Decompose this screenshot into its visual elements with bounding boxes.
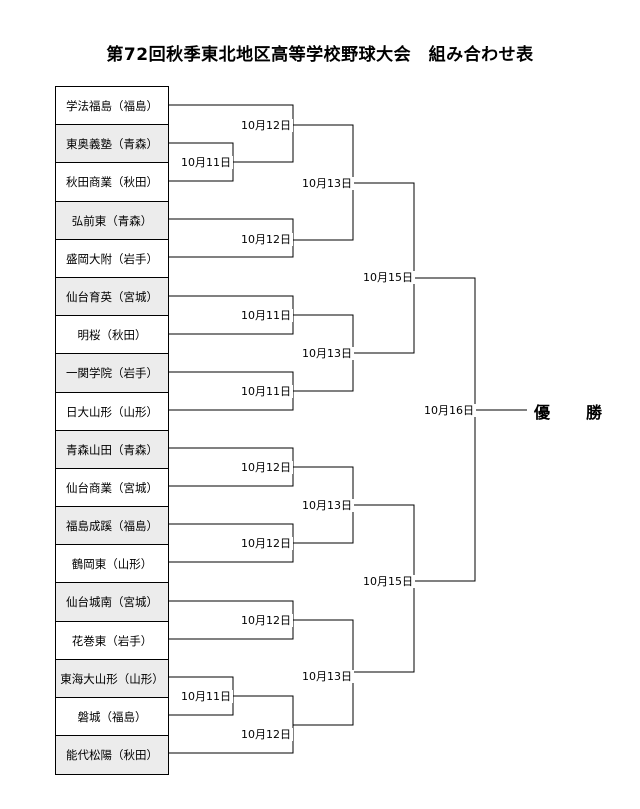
match-date: 10月12日 bbox=[239, 614, 293, 627]
match-date: 10月13日 bbox=[300, 347, 354, 360]
team-name: 東奥義塾（青森） bbox=[56, 125, 168, 164]
match-date: 10月11日 bbox=[239, 385, 293, 398]
match-date: 10月11日 bbox=[239, 309, 293, 322]
match-date: 10月13日 bbox=[300, 177, 354, 190]
team-name: 日大山形（山形） bbox=[56, 393, 168, 431]
match-date: 10月15日 bbox=[361, 271, 415, 284]
team-name: 花巻東（岩手） bbox=[56, 622, 168, 660]
team-name: 弘前東（青森） bbox=[56, 201, 168, 240]
bracket-line bbox=[414, 277, 476, 582]
team-name: 能代松陽（秋田） bbox=[56, 736, 168, 775]
team-name: 青森山田（青森） bbox=[56, 430, 168, 469]
bracket-line bbox=[353, 504, 415, 673]
bracket-line bbox=[353, 182, 415, 354]
team-name: 福島成蹊（福島） bbox=[56, 507, 168, 546]
match-date: 10月12日 bbox=[239, 233, 293, 246]
champion-label: 優 勝 bbox=[534, 403, 613, 422]
match-date: 10月12日 bbox=[239, 119, 293, 132]
team-name: 仙台商業（宮城） bbox=[56, 469, 168, 508]
team-name: 東海大山形（山形） bbox=[56, 659, 168, 698]
match-date: 10月11日 bbox=[179, 690, 233, 703]
team-list: 学法福島（福島） 東奥義塾（青森） 秋田商業（秋田） 弘前東（青森） 盛岡大附（… bbox=[55, 86, 169, 776]
match-date: 10月13日 bbox=[300, 670, 354, 683]
team-name: 鶴岡東（山形） bbox=[56, 545, 168, 584]
team-name: 秋田商業（秋田） bbox=[56, 163, 168, 202]
match-date: 10月15日 bbox=[361, 575, 415, 588]
match-date: 10月11日 bbox=[179, 156, 233, 169]
team-name: 磐城（福島） bbox=[56, 698, 168, 737]
team-name: 学法福島（福島） bbox=[56, 87, 168, 126]
match-date: 10月12日 bbox=[239, 461, 293, 474]
bracket-line bbox=[169, 695, 294, 754]
team-name: 明桜（秋田） bbox=[56, 316, 168, 355]
team-name: 仙台育英（宮城） bbox=[56, 277, 168, 317]
bracket-line bbox=[169, 104, 294, 163]
team-name: 盛岡大附（岩手） bbox=[56, 240, 168, 278]
match-date: 10月12日 bbox=[239, 537, 293, 550]
bracket-line bbox=[169, 218, 294, 258]
match-date: 10月13日 bbox=[300, 499, 354, 512]
page-title: 第72回秋季東北地区高等学校野球大会 組み合わせ表 bbox=[106, 45, 534, 65]
match-date: 10月16日 bbox=[422, 404, 476, 417]
match-date: 10月12日 bbox=[239, 728, 293, 741]
team-name: 仙台城南（宮城） bbox=[56, 583, 168, 622]
team-name: 一関学院（岩手） bbox=[56, 354, 168, 393]
